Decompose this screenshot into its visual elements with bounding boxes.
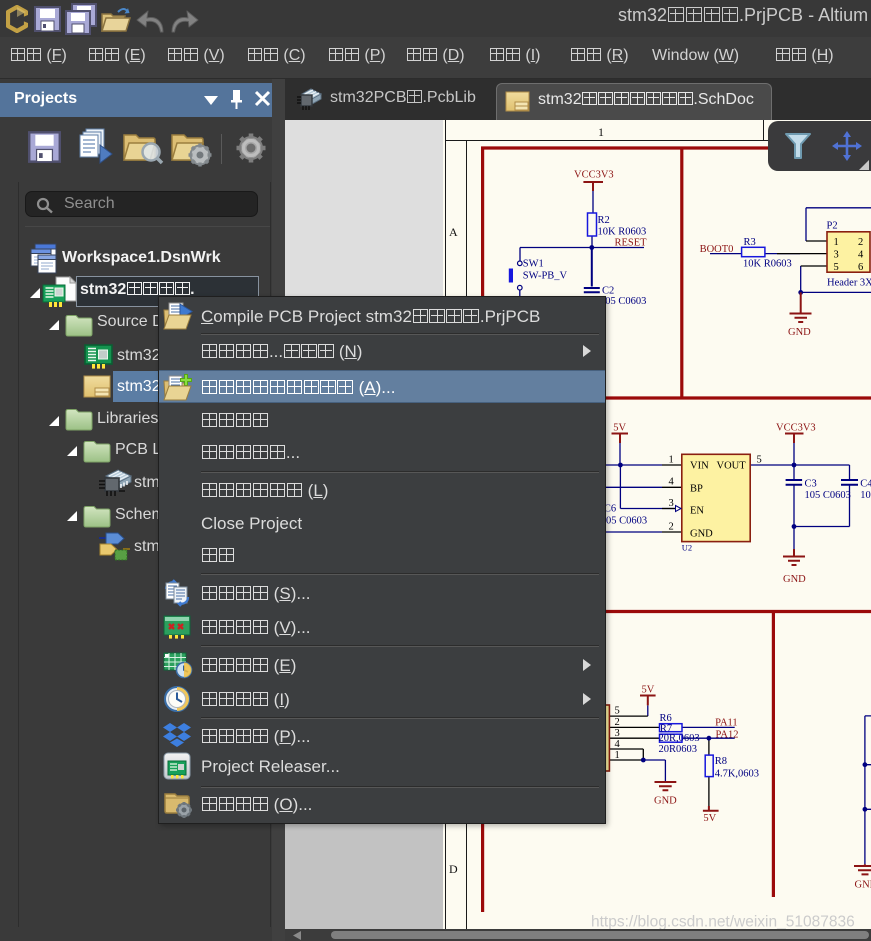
- svg-text:SW-PB_V: SW-PB_V: [523, 271, 568, 282]
- svg-text:105 C0603: 105 C0603: [860, 490, 871, 501]
- svg-text:10K R0603: 10K R0603: [598, 227, 647, 238]
- svg-text:R3: R3: [744, 237, 756, 248]
- svg-text:GND: GND: [690, 529, 713, 540]
- svg-text:C4: C4: [860, 479, 871, 490]
- svg-text:1: 1: [669, 455, 674, 466]
- svg-text:Header 3X2: Header 3X2: [827, 278, 871, 289]
- svg-text:U2: U2: [682, 543, 692, 553]
- svg-text:20R0603: 20R0603: [659, 744, 698, 755]
- svg-text:RESET: RESET: [615, 238, 648, 249]
- svg-text:VCC3V3: VCC3V3: [776, 423, 816, 434]
- svg-text:PA12: PA12: [716, 730, 739, 741]
- svg-text:R6: R6: [660, 713, 672, 724]
- svg-text:105 C0603: 105 C0603: [805, 490, 851, 501]
- svg-text:C3: C3: [805, 479, 817, 490]
- svg-text:3: 3: [834, 250, 839, 261]
- svg-text:R8: R8: [715, 756, 727, 767]
- svg-text:4: 4: [858, 250, 864, 261]
- svg-text:3: 3: [615, 728, 620, 739]
- svg-text:A: A: [449, 225, 458, 239]
- svg-text:GND: GND: [855, 880, 871, 891]
- svg-text:1: 1: [615, 750, 620, 761]
- svg-text:BP: BP: [690, 484, 703, 495]
- svg-text:PA11: PA11: [715, 718, 738, 729]
- svg-text:EN: EN: [690, 506, 704, 517]
- svg-text:105 C0603: 105 C0603: [601, 516, 647, 527]
- svg-text:3: 3: [669, 498, 674, 509]
- svg-text:2: 2: [669, 522, 674, 533]
- svg-text:4: 4: [669, 477, 675, 488]
- svg-text:105 C0603: 105 C0603: [600, 296, 646, 307]
- svg-text:5V: 5V: [703, 813, 716, 824]
- svg-text:R7: R7: [660, 724, 672, 735]
- svg-text:GND: GND: [654, 796, 677, 807]
- svg-text:4.7K,0603: 4.7K,0603: [715, 769, 759, 780]
- svg-text:C6: C6: [604, 504, 616, 515]
- svg-text:https://blog.csdn.net/weixin_5: https://blog.csdn.net/weixin_51087836: [591, 914, 855, 930]
- svg-text:R2: R2: [598, 215, 610, 226]
- svg-text:1: 1: [598, 125, 604, 139]
- svg-text:VOUT: VOUT: [717, 461, 747, 472]
- svg-text:VIN: VIN: [690, 461, 709, 472]
- svg-text:2: 2: [615, 717, 620, 728]
- svg-text:SW1: SW1: [523, 259, 544, 270]
- svg-text:4: 4: [615, 739, 621, 750]
- svg-text:5V: 5V: [642, 685, 655, 696]
- svg-text:6: 6: [858, 262, 863, 273]
- svg-text:1: 1: [834, 237, 839, 248]
- svg-text:2: 2: [858, 237, 863, 248]
- svg-text:20R,0603: 20R,0603: [659, 733, 700, 744]
- svg-text:GND: GND: [783, 574, 806, 585]
- svg-text:5: 5: [757, 455, 762, 466]
- svg-text:VCC3V3: VCC3V3: [574, 170, 614, 181]
- svg-text:D: D: [449, 862, 458, 876]
- svg-text:5V: 5V: [613, 423, 626, 434]
- svg-text:C2: C2: [602, 286, 614, 297]
- svg-text:5: 5: [834, 262, 839, 273]
- svg-text:GND: GND: [788, 327, 811, 338]
- svg-text:10K R0603: 10K R0603: [743, 259, 792, 270]
- svg-text:BOOT0: BOOT0: [700, 244, 734, 255]
- svg-text:P2: P2: [827, 221, 838, 232]
- svg-text:5: 5: [615, 706, 620, 717]
